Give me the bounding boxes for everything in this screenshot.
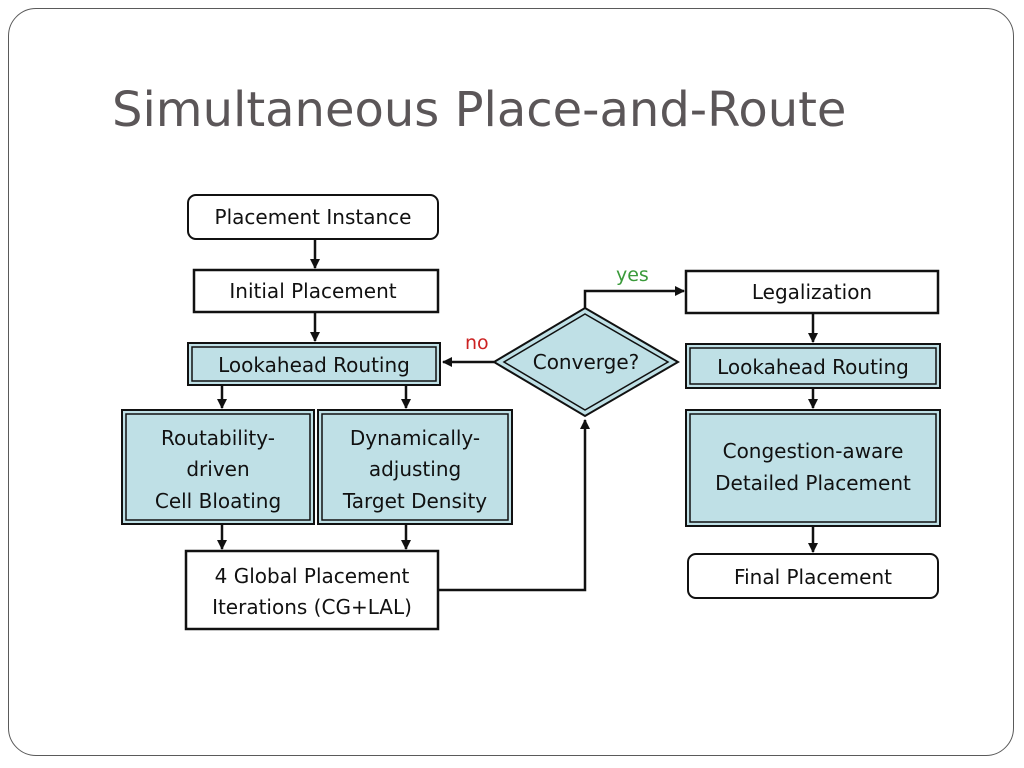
node-final-placement: Final Placement: [687, 553, 939, 599]
edge-label-no: no: [465, 332, 489, 354]
svg-text:Placement Instance: Placement Instance: [215, 205, 412, 229]
arrow-converge-yes: [583, 286, 685, 308]
node-dynamic-target-density: Dynamically- adjusting Target Density: [317, 409, 513, 525]
node-legalization: Legalization: [684, 269, 940, 315]
edge-label-yes: yes: [616, 264, 649, 286]
svg-text:Detailed Placement: Detailed Placement: [715, 471, 911, 495]
arrow-global-to-converge: [439, 419, 590, 592]
svg-text:Legalization: Legalization: [752, 280, 872, 304]
node-placement-instance: Placement Instance: [187, 194, 439, 240]
svg-text:Iterations (CG+LAL): Iterations (CG+LAL): [212, 595, 412, 619]
svg-text:Cell Bloating: Cell Bloating: [155, 489, 281, 513]
svg-text:Congestion-aware: Congestion-aware: [723, 439, 904, 463]
svg-text:Dynamically-: Dynamically-: [350, 426, 480, 450]
node-routability-cell-bloating: Routability- driven Cell Bloating: [121, 409, 315, 525]
flowchart-arrows: [217, 240, 818, 592]
slide-title: Simultaneous Place-and-Route: [112, 82, 847, 138]
node-lookahead-routing-right: Lookahead Routing: [685, 343, 941, 389]
svg-text:4 Global Placement: 4 Global Placement: [215, 564, 410, 588]
svg-text:Converge?: Converge?: [533, 350, 640, 374]
node-global-placement-iterations: 4 Global Placement Iterations (CG+LAL): [184, 549, 440, 631]
node-converge-decision: Converge?: [492, 306, 680, 418]
svg-text:Lookahead Routing: Lookahead Routing: [717, 355, 909, 379]
svg-text:adjusting: adjusting: [369, 457, 461, 481]
node-congestion-aware-detailed-placement: Congestion-aware Detailed Placement: [685, 409, 941, 527]
svg-text:Routability-: Routability-: [161, 426, 275, 450]
svg-text:Target Density: Target Density: [342, 489, 487, 513]
svg-text:driven: driven: [186, 457, 249, 481]
svg-text:Final Placement: Final Placement: [734, 565, 892, 589]
node-initial-placement: Initial Placement: [192, 268, 440, 314]
node-lookahead-routing-left: Lookahead Routing: [187, 342, 441, 386]
svg-text:Lookahead Routing: Lookahead Routing: [218, 353, 410, 377]
svg-text:Initial Placement: Initial Placement: [229, 279, 396, 303]
